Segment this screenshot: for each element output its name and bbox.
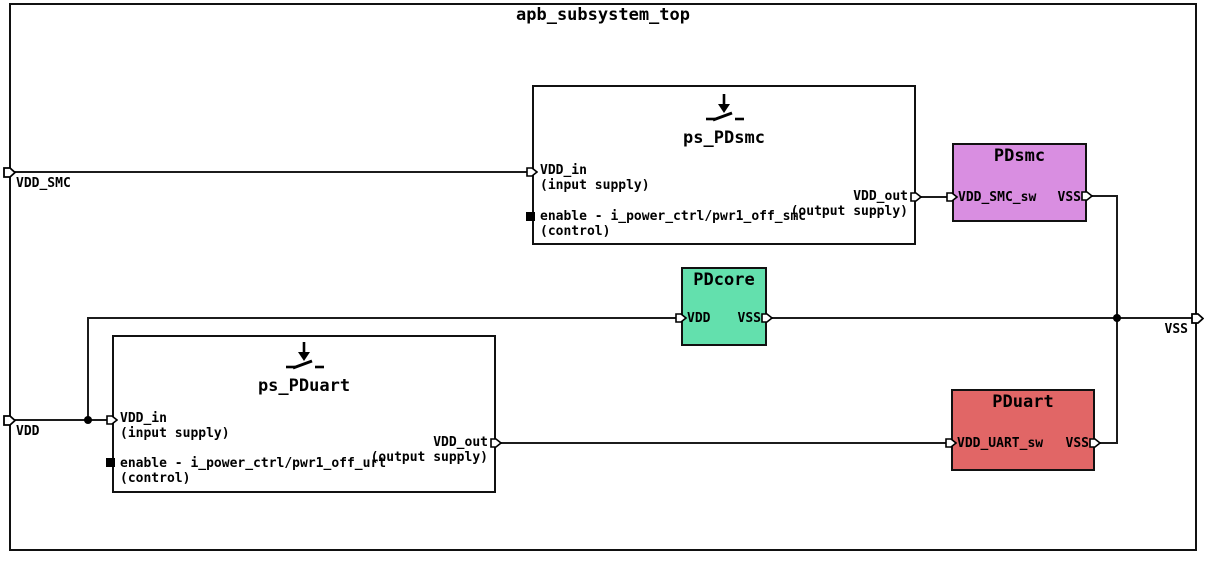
port-label-vdd-uart-sw: VDD_UART_sw bbox=[957, 436, 1044, 451]
port-pin-icon bbox=[3, 167, 16, 178]
port-label-vdd-in: VDD_in bbox=[540, 163, 587, 178]
wire-vss-pduart-stub bbox=[1095, 442, 1118, 444]
power-switch-icon bbox=[281, 340, 327, 374]
block-pdcore[interactable] bbox=[681, 267, 767, 346]
port-label-vss: VSS bbox=[737, 311, 761, 326]
wire-vdd-riser bbox=[87, 317, 89, 421]
port-label-enable: enable - i_power_ctrl/pwr1_off_smc bbox=[540, 209, 807, 224]
block-ps-pduart[interactable] bbox=[112, 335, 496, 493]
wire-vdd-to-pdcore bbox=[87, 317, 681, 319]
port-label-vdd: VDD bbox=[687, 311, 711, 326]
port-pin-icon bbox=[946, 192, 958, 202]
port-pin-icon bbox=[526, 167, 538, 177]
port-pin-icon bbox=[490, 438, 502, 448]
port-pin-icon bbox=[1191, 313, 1204, 324]
block-title: ps_PDsmc bbox=[683, 128, 765, 148]
top-module-boundary[interactable] bbox=[9, 3, 1197, 551]
block-title: PDcore bbox=[693, 270, 755, 290]
port-pin-icon bbox=[3, 415, 16, 426]
wire-vddout-to-pduart bbox=[496, 442, 951, 444]
port-label-vdd-in: VDD_in bbox=[120, 411, 167, 426]
wire-vdd-smc bbox=[9, 171, 532, 173]
power-switch-icon bbox=[701, 92, 747, 126]
diagram-title: apb_subsystem_top bbox=[516, 5, 690, 25]
junction-dot bbox=[1113, 314, 1121, 322]
port-label-vss: VSS bbox=[1065, 436, 1089, 451]
wire-vddout-to-pdsmc bbox=[914, 196, 952, 198]
port-sublabel-input-supply: (input supply) bbox=[120, 426, 230, 441]
port-pin-icon bbox=[945, 438, 957, 448]
boundary-port-label-vdd: VDD bbox=[16, 424, 40, 439]
port-pin-icon bbox=[761, 313, 773, 323]
port-label-vdd-out: VDD_out bbox=[853, 189, 908, 204]
control-pin-icon bbox=[106, 458, 115, 467]
wire-vss-main bbox=[767, 317, 1197, 319]
port-pin-icon bbox=[106, 415, 118, 425]
port-label-vss: VSS bbox=[1057, 190, 1081, 205]
block-title: ps_PDuart bbox=[257, 376, 351, 396]
boundary-port-label-vss: VSS bbox=[1164, 322, 1188, 337]
block-pduart[interactable] bbox=[951, 389, 1095, 471]
port-pin-icon bbox=[910, 192, 922, 202]
wire-vdd bbox=[9, 419, 112, 421]
port-sublabel-output-supply: (output supply) bbox=[790, 204, 908, 219]
port-sublabel-input-supply: (input supply) bbox=[540, 178, 650, 193]
port-sublabel-output-supply: (output supply) bbox=[370, 450, 488, 465]
port-label-vdd-smc-sw: VDD_SMC_sw bbox=[958, 190, 1037, 205]
boundary-port-label-vdd-smc: VDD_SMC bbox=[16, 176, 71, 191]
block-pdsmc[interactable] bbox=[952, 143, 1087, 222]
wire-vss-pdsmc-stub bbox=[1087, 195, 1118, 197]
block-title: PDsmc bbox=[993, 146, 1046, 166]
port-sublabel-control: (control) bbox=[120, 471, 191, 486]
port-label-enable: enable - i_power_ctrl/pwr1_off_urt bbox=[120, 456, 387, 471]
block-title: PDuart bbox=[992, 392, 1054, 412]
port-sublabel-control: (control) bbox=[540, 224, 611, 239]
junction-dot bbox=[84, 416, 92, 424]
port-pin-icon bbox=[1089, 438, 1101, 448]
port-label-vdd-out: VDD_out bbox=[433, 435, 488, 450]
port-pin-icon bbox=[675, 313, 687, 323]
port-pin-icon bbox=[1081, 191, 1093, 201]
control-pin-icon bbox=[526, 212, 535, 221]
